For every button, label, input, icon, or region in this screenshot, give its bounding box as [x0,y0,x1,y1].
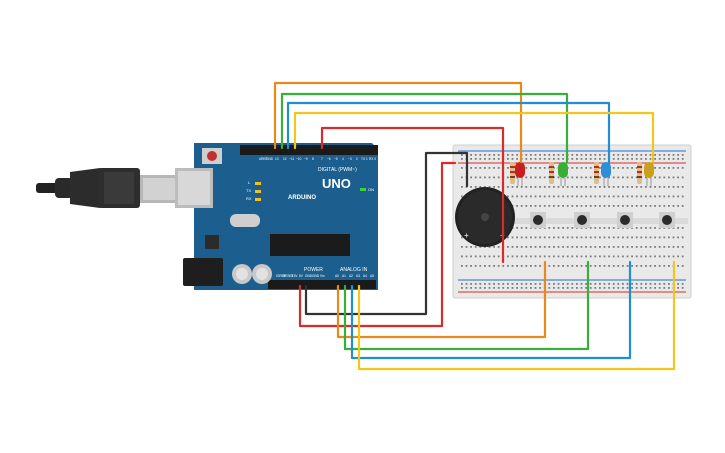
leds [515,162,654,186]
resistor-2 [549,162,554,184]
brand-label: ARDUINO [288,195,316,201]
analog-power-header [268,280,376,289]
resistor-3 [594,162,599,184]
model-label: UNO [322,176,351,191]
pin-label-a2: A2 [349,274,353,278]
pin-label-gnd2: GND [312,274,320,278]
pin-label-a5: A5 [370,274,374,278]
pin-label-aref: AREF [259,157,268,161]
pin-label-3v3: 3.3V [291,274,298,278]
led-blue [601,162,611,186]
wire-blue-analog [350,260,632,360]
pin-label-3: ~3 [348,157,352,161]
pin-label-vin: Vin [320,274,325,278]
wire-yellow-analog [357,260,676,371]
wire-yellow-digital [293,111,655,164]
wire-orange-analog [336,260,547,339]
analog-label: ANALOG IN [340,267,368,273]
pin-label-4: 4 [342,157,344,161]
pin-label-reset: RESET [283,274,294,278]
wires [273,81,676,371]
led-green [558,162,568,186]
pin-label-5: ~5 [334,157,338,161]
wire-black-gnd [304,151,469,316]
arduino-uno-board: UNO ARDUINO DIGITAL (PWM~) POWER ANALOG … [175,143,378,290]
pin-label-ioref: IOREF [276,274,286,278]
pin-label-a4: A4 [363,274,367,278]
pin-label-7: 7 [321,157,323,161]
push-buttons [530,212,675,228]
pin-label-gnd: GND [266,157,274,161]
resistor-4 [637,162,642,184]
push-button-3[interactable] [617,212,633,228]
pin-label-a0: A0 [335,274,339,278]
piezo-buzzer: + − [455,187,515,247]
push-button-2[interactable] [574,212,590,228]
digital-header [240,145,378,155]
pin-label-2: 2 [356,157,358,161]
pin-label-5v: 5V [299,274,304,278]
usb-cable [36,168,180,208]
pin-label-13: 13 [275,157,279,161]
pin-label-6: ~6 [327,157,331,161]
wire-red-digital [320,126,505,264]
led-red [515,162,525,186]
pin-label-11: ~11 [289,157,294,161]
buzzer-plus-label: + [464,231,469,240]
wire-green-digital [280,92,569,164]
power-label: POWER [304,267,323,273]
pin-label-9: ~9 [304,157,308,161]
led-rx-label: RX [246,196,252,201]
pin-label-a1: A1 [342,274,346,278]
pin-label-gnd1: GND [305,274,313,278]
wire-blue-digital [286,101,611,164]
crystal-oscillator [230,214,260,227]
atmega-chip [270,234,350,256]
pin-label-a3: A3 [356,274,360,278]
resistors [510,162,642,184]
push-button-1[interactable] [530,212,546,228]
led-l-label: L [248,180,251,185]
pin-label-10: ~10 [296,157,302,161]
led-tx-label: TX [246,188,251,193]
pin-label-rx0: RX 0 [369,157,376,161]
resistor-1 [510,162,515,184]
wire-orange-digital [273,81,523,164]
wire-red-5v [298,161,457,328]
pin-label-12: 12 [283,157,287,161]
wire-green-analog [343,260,590,351]
pin-label-8: 8 [312,157,314,161]
on-led-label: ON [368,187,374,192]
digital-label: DIGITAL (PWM~) [318,167,357,173]
led-yellow [644,162,654,186]
pin-label-tx1: TX 1 [361,157,368,161]
push-button-4[interactable] [659,212,675,228]
reset-button[interactable] [207,151,217,161]
